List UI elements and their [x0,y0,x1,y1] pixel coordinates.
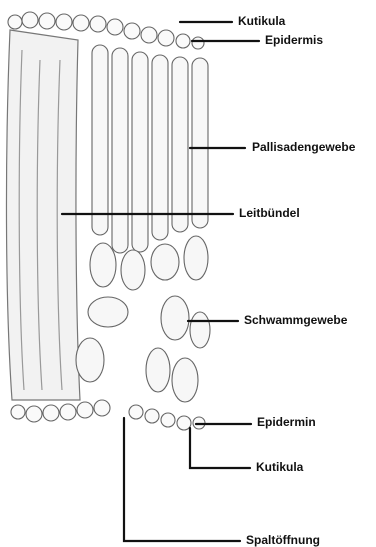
label-pallisadengewebe: Pallisadengewebe [252,141,355,153]
label-kutikula-bottom: Kutikula [256,461,303,473]
leader-line-spaltoeffnung [124,418,240,541]
label-schwammgewebe: Schwammgewebe [244,314,347,326]
label-spaltoeffnung: Spaltöffnung [246,534,320,546]
label-epidermin: Epidermin [257,416,316,428]
label-kutikula-top: Kutikula [238,15,285,27]
label-epidermis: Epidermis [265,34,323,46]
label-leitbuendel: Leitbündel [239,207,300,219]
leader-line-kutikula-bottom [190,428,250,468]
